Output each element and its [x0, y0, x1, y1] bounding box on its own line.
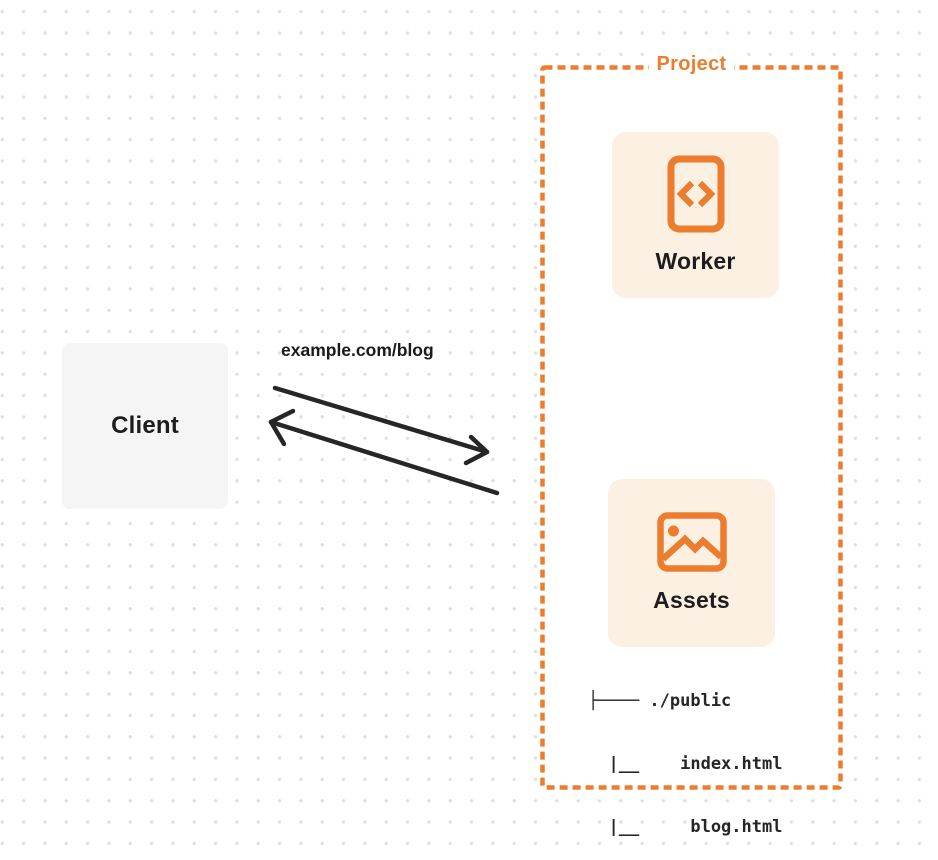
file-tree-line-public: ├──── ./public — [588, 691, 732, 711]
project-group-label: Project — [540, 51, 843, 79]
request-arrow — [272, 385, 490, 466]
code-icon — [667, 155, 724, 233]
file-tree-line-index: |__ index.html — [588, 754, 783, 774]
assets-file-tree: ├──── ./public |__ index.html |__ blog.h… — [588, 649, 782, 860]
image-icon — [656, 512, 727, 572]
file-tree-line-blog: |__ blog.html — [588, 817, 783, 837]
assets-label: Assets — [653, 587, 730, 613]
request-url-label: example.com/blog — [281, 340, 434, 360]
worker-card: Worker — [612, 132, 779, 298]
project-label-text: Project — [648, 51, 735, 78]
response-arrow — [268, 408, 500, 496]
worker-label: Worker — [655, 248, 736, 274]
assets-card: Assets — [608, 479, 775, 647]
client-box: Client — [62, 343, 228, 509]
client-label: Client — [111, 412, 179, 439]
